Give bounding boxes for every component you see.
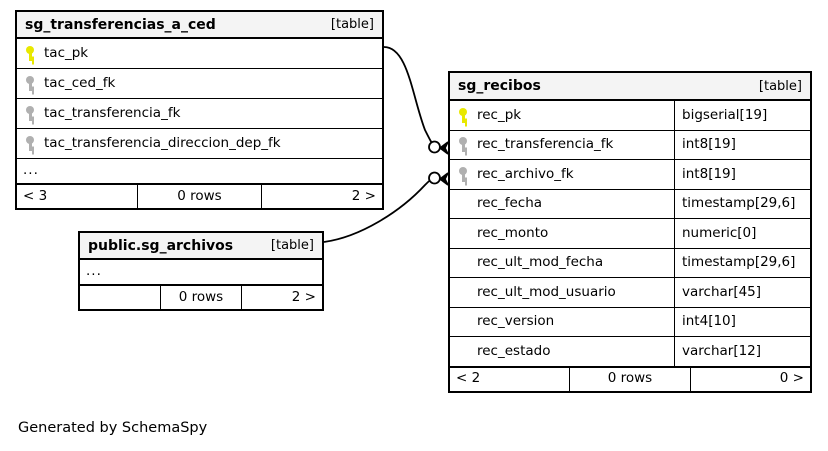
table-title: sg_recibos [458, 78, 541, 94]
row-count: 0 rows [159, 286, 243, 309]
column-type: bigserial[19] [674, 101, 810, 130]
primary-key-icon [458, 107, 469, 123]
column-name: rec_fecha [477, 195, 543, 211]
column-type: int8[19] [674, 160, 810, 189]
foreign-key-icon [458, 137, 469, 153]
table-type-tag: [table] [330, 17, 374, 32]
parent-tables-count[interactable]: < 3 [23, 187, 48, 204]
column-cell: rec_archivo_fk [450, 160, 674, 189]
column-cell: tac_transferencia_direccion_dep_fk [17, 129, 382, 158]
table-row[interactable]: rec_transferencia_fk int8[19] [450, 130, 810, 160]
table-row[interactable]: rec_archivo_fk int8[19] [450, 160, 810, 190]
table-row[interactable]: rec_ult_mod_fecha timestamp[29,6] [450, 248, 810, 278]
column-cell: rec_version [450, 308, 674, 337]
foreign-key-icon [25, 106, 36, 121]
column-type: varchar[45] [674, 278, 810, 307]
column-type: int8[19] [674, 130, 810, 159]
more-columns-ellipsis[interactable]: ... [17, 159, 382, 184]
table-row[interactable]: tac_transferencia_fk [17, 99, 382, 129]
column-type: timestamp[29,6] [674, 248, 810, 277]
table-row[interactable]: rec_estado varchar[12] [450, 337, 810, 367]
table-type-tag: [table] [758, 78, 802, 94]
column-name: tac_transferencia_direccion_dep_fk [44, 134, 281, 151]
foreign-key-icon [25, 136, 36, 151]
row-count: 0 rows [137, 185, 262, 208]
column-name: rec_monto [477, 224, 549, 241]
table-title: public.sg_archivos [88, 237, 234, 254]
table-footer: < 2 0 rows 0 > [450, 366, 810, 391]
table-header: public.sg_archivos [table] [80, 233, 322, 260]
table-row[interactable]: tac_transferencia_direccion_dep_fk [17, 129, 382, 159]
table-header: sg_recibos [table] [450, 73, 810, 101]
column-cell: rec_ult_mod_usuario [450, 278, 674, 307]
table-row[interactable]: rec_pk bigserial[19] [450, 101, 810, 131]
table-row[interactable]: tac_ced_fk [17, 69, 382, 99]
child-tables-count[interactable]: 2 > [291, 288, 316, 305]
table-row[interactable]: rec_monto numeric[0] [450, 219, 810, 249]
column-type: int4[10] [674, 307, 810, 336]
foreign-key-icon [458, 166, 469, 182]
table-header: sg_transferencias_a_ced [table] [17, 12, 382, 39]
column-name: rec_estado [477, 342, 551, 359]
column-cell: rec_monto [450, 219, 674, 248]
column-type: varchar[12] [674, 337, 810, 366]
edge-cardinality-circle-1 [428, 140, 441, 154]
column-cell: rec_fecha [450, 190, 674, 219]
edge-crowfoot-arrow-2 [438, 172, 449, 186]
primary-key-icon [25, 46, 36, 61]
column-name: rec_version [477, 313, 555, 329]
table-footer: < 3 0 rows 2 > [17, 184, 382, 208]
child-tables-count[interactable]: 2 > [351, 187, 376, 204]
foreign-key-icon [25, 76, 36, 91]
table-row[interactable]: tac_pk [17, 39, 382, 69]
column-type: timestamp[29,6] [674, 189, 810, 218]
column-cell: tac_ced_fk [17, 69, 382, 98]
column-cell: rec_transferencia_fk [450, 131, 674, 160]
column-cell: rec_ult_mod_fecha [450, 249, 674, 278]
parent-tables-count[interactable]: < 2 [456, 370, 481, 387]
edge-transferencias-to-recibos [383, 46, 436, 148]
table-row[interactable]: rec_fecha timestamp[29,6] [450, 189, 810, 219]
column-cell: tac_pk [17, 39, 382, 68]
table-type-tag: [table] [270, 238, 314, 253]
table-row[interactable]: rec_ult_mod_usuario varchar[45] [450, 278, 810, 308]
parent-tables-count[interactable] [80, 286, 160, 309]
column-name: rec_archivo_fk [477, 165, 574, 182]
column-cell: rec_estado [450, 337, 674, 366]
column-name: tac_ced_fk [44, 74, 116, 91]
generated-by-caption: Generated by SchemaSpy [18, 420, 208, 436]
column-name: tac_transferencia_fk [44, 104, 181, 121]
column-cell: rec_pk [450, 101, 674, 130]
edge-crowfoot-arrow-1 [438, 141, 449, 155]
table-sg-recibos[interactable]: sg_recibos [table] rec_pk bigserial[19] … [448, 71, 812, 393]
table-sg-transferencias-a-ced[interactable]: sg_transferencias_a_ced [table] tac_pk t… [15, 10, 384, 210]
table-title: sg_transferencias_a_ced [25, 16, 216, 33]
table-footer: 0 rows 2 > [80, 285, 322, 309]
column-cell: tac_transferencia_fk [17, 99, 382, 128]
row-count: 0 rows [568, 367, 692, 391]
column-name: rec_transferencia_fk [477, 136, 614, 152]
column-type: numeric[0] [674, 219, 810, 248]
table-row[interactable]: rec_version int4[10] [450, 307, 810, 337]
more-columns-ellipsis[interactable]: ... [80, 260, 322, 285]
table-public-sg-archivos[interactable]: public.sg_archivos [table] ... 0 rows 2 … [78, 231, 324, 311]
column-name: rec_ult_mod_fecha [477, 254, 604, 270]
child-tables-count[interactable]: 0 > [779, 370, 804, 387]
column-name: rec_ult_mod_usuario [477, 283, 616, 300]
edge-cardinality-circle-2 [428, 171, 441, 185]
column-name: rec_pk [477, 106, 522, 123]
column-name: tac_pk [44, 44, 89, 61]
